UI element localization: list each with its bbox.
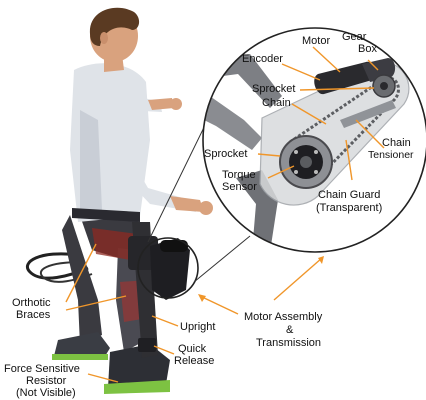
detail-torque-hub [300, 156, 312, 168]
label-motor-assembly-line1: Motor Assembly [244, 311, 323, 323]
detail-bolt-2 [314, 150, 318, 154]
label-upright: Upright [180, 321, 215, 333]
detail-bolt-4 [314, 170, 318, 174]
label-quick-release-line1: Quick [178, 343, 207, 355]
hand-front [170, 98, 182, 110]
label-gear-box-line1: Gear [342, 31, 367, 43]
leader-motor-assembly-up [274, 258, 322, 300]
hand-lower [199, 201, 213, 215]
label-motor-assembly-line2: & [286, 324, 294, 336]
label-fsr-line1: Force Sensitive [4, 363, 80, 375]
label-chain-guard-line2: (Transparent) [316, 202, 382, 214]
label-sprocket-top: Sprocket [252, 83, 295, 95]
label-motor: Motor [302, 35, 330, 47]
label-fsr-line3: (Not Visible) [16, 387, 76, 399]
exo-quick-release [138, 338, 156, 352]
label-orthotic-braces-line2: Braces [16, 309, 51, 321]
label-chain-guard-line1: Chain Guard [318, 189, 380, 201]
forearm-lower [170, 196, 204, 212]
label-orthotic-braces-line1: Orthotic [12, 297, 51, 309]
label-torque-sensor-line2: Sensor [222, 181, 257, 193]
label-chain-tensioner-line2: Tensioner [368, 149, 414, 161]
leader-motor-assembly [200, 296, 238, 314]
label-fsr-line2: Resistor [26, 375, 67, 387]
label-torque-sensor-line1: Torque [222, 169, 256, 181]
back-shoe-sole [52, 354, 108, 360]
detail-bolt-1 [294, 150, 298, 154]
label-encoder: Encoder [242, 53, 283, 65]
child-wearing-exoskeleton [27, 8, 213, 394]
label-motor-assembly-line3: Transmission [256, 337, 321, 349]
ear [100, 32, 108, 44]
detail-bolt-3 [294, 170, 298, 174]
detail-sprocket-top-hub [380, 82, 388, 90]
label-gear-box-line2: Box [358, 43, 377, 55]
label-sprocket-bottom: Sprocket [204, 148, 247, 160]
label-chain-tensioner-line1: Chain [382, 137, 411, 149]
label-chain: Chain [262, 97, 291, 109]
zoom-line-bottom [194, 236, 250, 282]
label-quick-release-line2: Release [174, 355, 214, 367]
